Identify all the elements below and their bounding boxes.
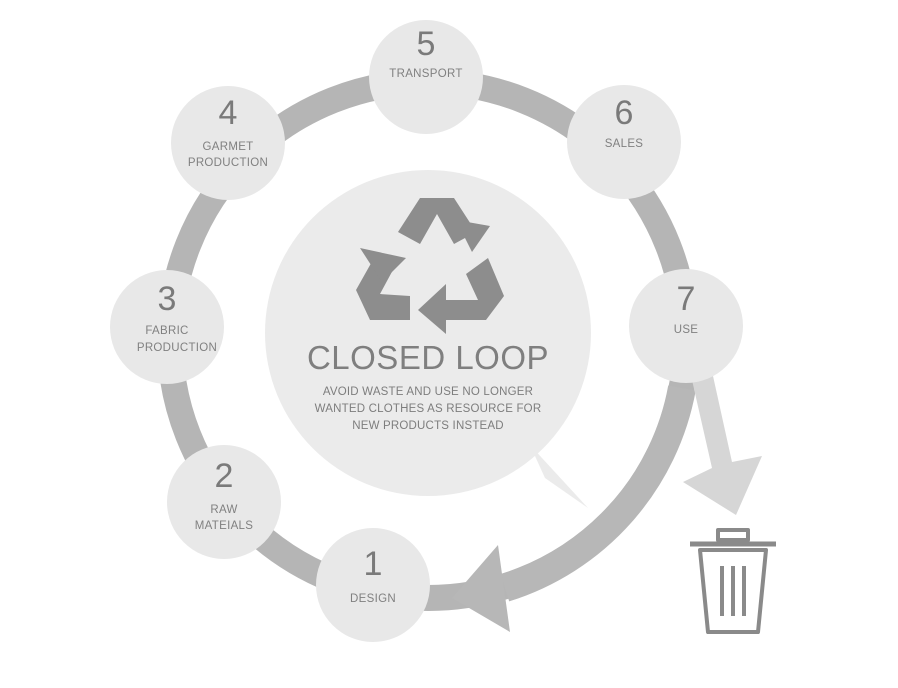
step-label-line-1: DESIGN	[350, 593, 396, 605]
step-number: 4	[219, 94, 238, 132]
step-label-line-1: FABRIC	[145, 325, 188, 337]
return-arrowhead	[452, 545, 510, 632]
step-node-4: 4 GARMET PRODUCTION	[171, 86, 285, 200]
step-label-line-2: MATEIALS	[195, 520, 253, 532]
step-number: 7	[677, 280, 696, 318]
step-node-3: 3 FABRIC PRODUCTION	[110, 270, 224, 384]
step-label-line-1: SALES	[605, 138, 644, 150]
center-description-line-2: WANTED CLOTHES AS RESOURCE FOR	[315, 403, 542, 415]
return-arrow	[500, 385, 696, 602]
step-node-7: 7 USE	[629, 269, 743, 383]
step-node-1: 1 DESIGN	[316, 528, 430, 642]
center-bubble	[265, 170, 591, 508]
step-number: 6	[615, 94, 634, 132]
waste-arrow	[683, 376, 762, 515]
step-label-line-1: TRANSPORT	[389, 68, 462, 80]
center-description-line-1: AVOID WASTE AND USE NO LONGER	[323, 386, 533, 398]
step-number: 3	[158, 280, 177, 318]
step-label-line-2: PRODUCTION	[188, 157, 268, 169]
step-number: 1	[364, 545, 383, 583]
trash-bin-icon	[690, 528, 776, 634]
step-number: 5	[417, 25, 436, 63]
step-label-line-2: PRODUCTION	[137, 342, 217, 354]
step-label-line-1: RAW	[210, 504, 237, 516]
step-label-line-1: GARMET	[203, 141, 254, 153]
recycle-icon	[356, 198, 504, 334]
step-label-line-1: USE	[674, 324, 699, 336]
center-title: CLOSED LOOP	[307, 339, 549, 376]
step-number: 2	[215, 457, 234, 495]
step-node-2: 2 RAW MATEIALS	[167, 445, 281, 559]
step-node-6: 6 SALES	[567, 85, 681, 199]
step-node-5: 5 TRANSPORT	[369, 20, 483, 134]
center-description-line-3: NEW PRODUCTS INSTEAD	[352, 420, 504, 432]
